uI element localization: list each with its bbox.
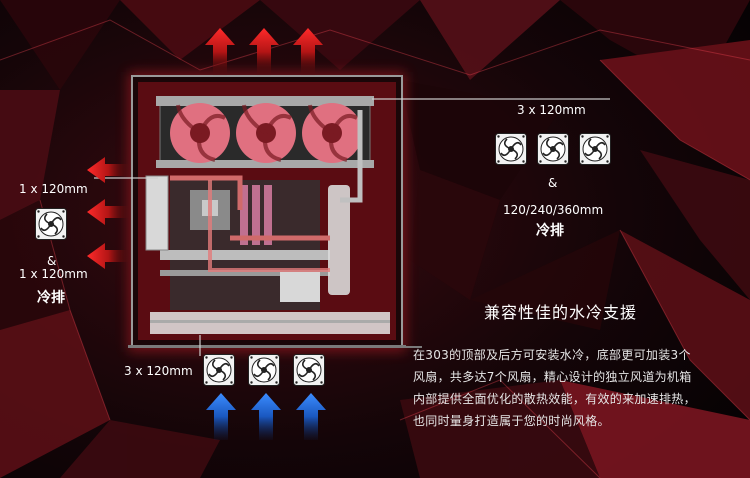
feature-description-line: 风扇，共多达7个风扇，精心设计的独立风道为机箱 (413, 370, 692, 384)
fan-icon (293, 354, 325, 386)
bottom-fan-count-label: 3 x 120mm (124, 364, 193, 378)
red-arrow-icon (205, 28, 235, 76)
red-arrow-icon (87, 157, 130, 183)
red-arrow-icon (87, 243, 130, 269)
fan-icon (35, 208, 67, 240)
feature-description-line: 在303的顶部及后方可安装水冷，底部更可加装3个 (413, 348, 691, 362)
feature-description-line: 内部提供全面优化的散热效能，有效的来加速排热， (413, 392, 696, 406)
top-radiator-size-label: 120/240/360mm (503, 203, 604, 217)
fan-icon (203, 354, 235, 386)
red-arrow-icon (87, 199, 130, 225)
rear-and-label: & (47, 254, 57, 268)
feature-title: 兼容性佳的水冷支援 (484, 303, 638, 322)
blue-arrow-icon (251, 393, 281, 440)
fan-icon (248, 354, 280, 386)
rear-fan-count-label: 1 x 120mm (19, 182, 88, 196)
red-arrow-icon (249, 28, 279, 76)
blue-arrow-icon (296, 393, 326, 440)
top-radiator-label: 冷排 (536, 223, 564, 239)
rear-radiator-label: 冷排 (37, 290, 65, 306)
fan-icon (495, 133, 527, 165)
red-arrow-icon (293, 28, 323, 76)
top-fan-count-label: 3 x 120mm (517, 103, 586, 117)
blue-arrow-icon (206, 393, 236, 440)
fan-icon (579, 133, 611, 165)
rear-radiator-count-label: 1 x 120mm (19, 267, 88, 281)
feature-description-line: 也同时量身打造属于您的时尚风格。 (413, 414, 610, 428)
top-and-label: & (548, 176, 558, 190)
feature-description: 在303的顶部及后方可安装水冷，底部更可加装3个 风扇，共多达7个风扇，精心设计… (413, 346, 696, 429)
fan-icon (537, 133, 569, 165)
